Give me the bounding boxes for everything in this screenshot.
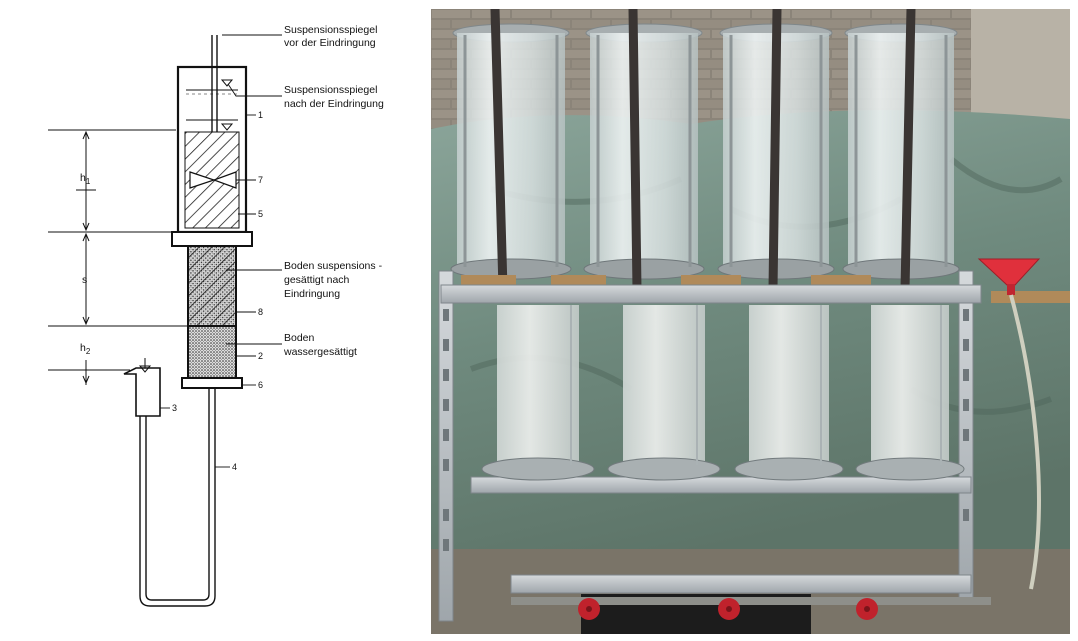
upper-cylinder xyxy=(176,35,248,234)
overflow-vessel xyxy=(123,358,161,417)
part-number-4: 4 xyxy=(232,462,237,472)
label-soil-water-1: Boden xyxy=(284,332,315,344)
apparatus-photo xyxy=(431,9,1070,634)
dimension-lines xyxy=(48,129,188,385)
part-number-1: 1 xyxy=(258,110,263,120)
steel-frame xyxy=(438,270,982,622)
dim-s: s xyxy=(82,274,87,286)
diagram-svg: h1 s h2 Suspensionsspiegel vor der Eindr… xyxy=(48,24,384,607)
flange-lower xyxy=(181,377,243,389)
dim-h2: h2 xyxy=(80,342,91,356)
lower-tubes xyxy=(481,305,965,481)
label-level-after-2: nach der Eindringung xyxy=(284,98,384,110)
feed-hose xyxy=(1009,294,1041,590)
leader-lines xyxy=(160,34,282,468)
upper-glass-cylinders xyxy=(450,23,960,280)
part-number-6: 6 xyxy=(258,380,263,390)
flange-upper xyxy=(171,231,253,247)
red-funnel xyxy=(977,258,1041,295)
soil-column xyxy=(187,245,237,379)
apparatus-diagram: h1 s h2 Suspensionsspiegel vor der Eindr… xyxy=(0,0,430,641)
valve-manifold xyxy=(511,597,991,620)
label-level-before-2: vor der Eindringung xyxy=(284,37,376,49)
photo-svg xyxy=(431,9,1070,634)
part-number-2: 2 xyxy=(258,351,263,361)
label-soil-saturated-1: Boden suspensions - xyxy=(284,260,383,272)
dark-rods xyxy=(490,9,916,294)
label-soil-water-2: wassergesättigt xyxy=(283,346,357,358)
part-number-7: 7 xyxy=(258,175,263,185)
label-soil-saturated-3: Eindringung xyxy=(284,288,340,300)
label-soil-saturated-2: gesättigt nach xyxy=(284,274,350,286)
label-level-before-1: Suspensionsspiegel xyxy=(284,24,377,36)
u-tube xyxy=(139,388,216,607)
part-number-8: 8 xyxy=(258,307,263,317)
part-number-3: 3 xyxy=(172,403,177,413)
part-number-5: 5 xyxy=(258,209,263,219)
dim-h1: h1 xyxy=(80,172,91,186)
label-level-after-1: Suspensionsspiegel xyxy=(284,84,377,96)
